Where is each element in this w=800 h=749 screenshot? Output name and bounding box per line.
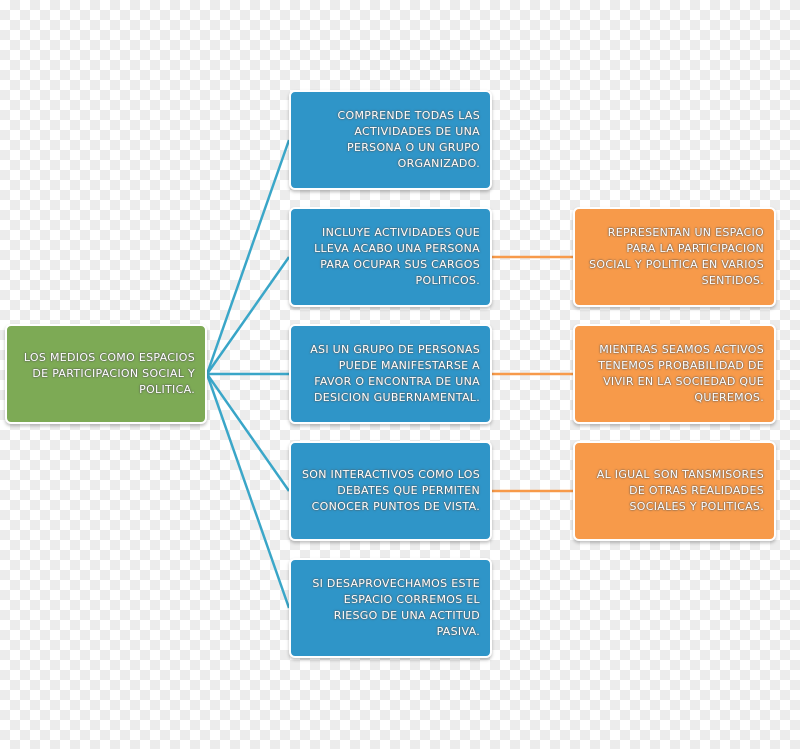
connector-root-branch-2	[205, 256, 291, 375]
branch-node-text: INCLUYE ACTIVIDADES QUE LLEVA ACABO UNA …	[314, 226, 480, 287]
root-connectors	[205, 139, 291, 609]
branch-node-text: COMPRENDE TODAS LAS ACTIVIDADES DE UNA P…	[337, 109, 480, 170]
detail-node-1: REPRESENTAN UN ESPACIO PARA LA PARTICIPA…	[573, 207, 776, 307]
detail-node-2: MIENTRAS SEAMOS ACTIVOS TENEMOS PROBABIL…	[573, 324, 776, 424]
branch-node-text: SI DESAPROVECHAMOS ESTE ESPACIO CORREMOS…	[312, 577, 480, 638]
branch-node-1: COMPRENDE TODAS LAS ACTIVIDADES DE UNA P…	[289, 90, 492, 190]
root-node: LOS MEDIOS COMO ESPACIOS DE PARTICIPACIO…	[5, 324, 207, 424]
root-node-text: LOS MEDIOS COMO ESPACIOS DE PARTICIPACIO…	[23, 351, 195, 396]
branch-node-text: SON INTERACTIVOS COMO LOS DEBATES QUE PE…	[301, 468, 480, 513]
branch-node-4: SON INTERACTIVOS COMO LOS DEBATES QUE PE…	[289, 441, 492, 541]
connector-root-branch-5	[205, 373, 291, 609]
detail-node-text: AL IGUAL SON TANSMISORES DE OTRAS REALID…	[596, 468, 764, 513]
detail-node-text: MIENTRAS SEAMOS ACTIVOS TENEMOS PROBABIL…	[598, 343, 764, 404]
detail-node-text: REPRESENTAN UN ESPACIO PARA LA PARTICIPA…	[589, 226, 764, 287]
branch-node-2: INCLUYE ACTIVIDADES QUE LLEVA ACABO UNA …	[289, 207, 492, 307]
connector-root-branch-4	[205, 373, 291, 492]
connector-root-branch-1	[205, 139, 291, 375]
branch-node-5: SI DESAPROVECHAMOS ESTE ESPACIO CORREMOS…	[289, 558, 492, 658]
detail-node-3: AL IGUAL SON TANSMISORES DE OTRAS REALID…	[573, 441, 776, 541]
detail-connectors	[492, 255, 573, 493]
branch-node-text: ASI UN GRUPO DE PERSONAS PUEDE MANIFESTA…	[310, 343, 480, 404]
branch-node-3: ASI UN GRUPO DE PERSONAS PUEDE MANIFESTA…	[289, 324, 492, 424]
